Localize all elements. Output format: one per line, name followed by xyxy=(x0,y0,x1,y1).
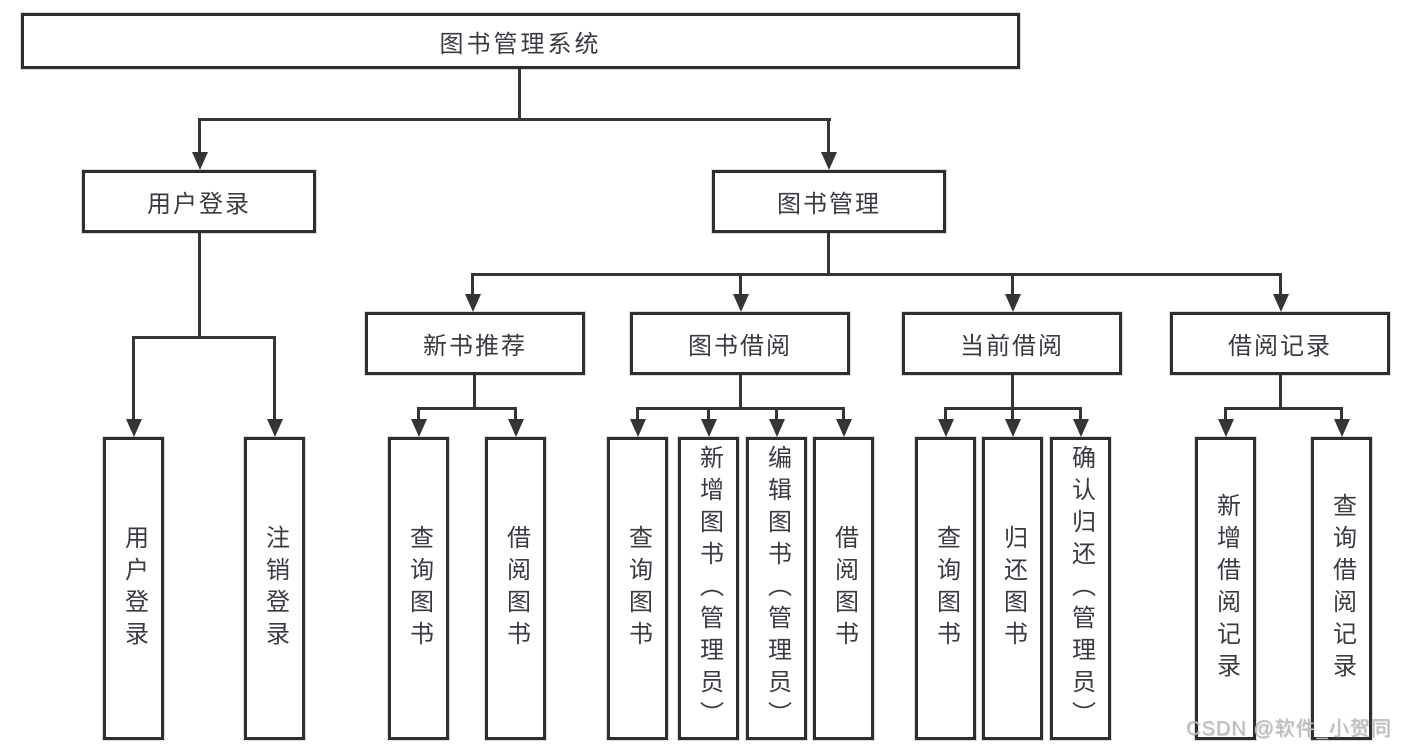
arrow-to-new-book-rec xyxy=(464,273,481,312)
arrow-to-borrow-record xyxy=(1272,273,1289,312)
arrow-to-book-mgmt xyxy=(820,118,837,170)
connector-book-borrow-stem xyxy=(739,375,742,407)
leaf-return-book-label: 归还图书 xyxy=(999,524,1027,653)
node-current-borrow: 当前借阅 xyxy=(902,312,1122,375)
leaf-query-book-c-label: 查询图书 xyxy=(932,524,960,653)
connector-current-borrow-stem xyxy=(1011,375,1014,407)
leaf-query-book-a: 查询图书 xyxy=(388,437,449,740)
node-borrow-record: 借阅记录 xyxy=(1170,312,1390,375)
leaf-confirm-return-admin: 确认归还（管理员） xyxy=(1050,437,1111,740)
arrow-to-book-borrow xyxy=(732,273,749,312)
arrow-to-borrow-book-a xyxy=(507,407,524,437)
connector-user-login-rail xyxy=(132,336,276,339)
leaf-query-borrow-record-label: 查询借阅记录 xyxy=(1328,492,1356,685)
connector-root-stem xyxy=(518,69,521,118)
connector-borrow-record-stem xyxy=(1279,375,1282,407)
connector-root-rail xyxy=(198,118,831,121)
leaf-logout-label: 注销登录 xyxy=(261,524,289,653)
leaf-borrow-book-b-label: 借阅图书 xyxy=(830,524,858,653)
node-book-mgmt: 图书管理 xyxy=(712,170,946,233)
arrow-to-confirm-return-admin xyxy=(1072,407,1089,437)
arrow-to-add-book-admin xyxy=(700,407,717,437)
arrow-to-query-borrow-record xyxy=(1333,407,1350,437)
arrow-to-query-book-a xyxy=(410,407,427,437)
connector-book-mgmt-rail xyxy=(471,273,1282,276)
node-book-mgmt-label: 图书管理 xyxy=(777,191,881,218)
node-root: 图书管理系统 xyxy=(21,13,1020,69)
arrow-to-user-login-leaf xyxy=(125,336,142,437)
connector-user-login-stem xyxy=(198,233,201,336)
leaf-query-book-b: 查询图书 xyxy=(607,437,668,740)
node-new-book-rec: 新书推荐 xyxy=(365,312,585,375)
leaf-query-borrow-record: 查询借阅记录 xyxy=(1311,437,1372,740)
leaf-add-borrow-record: 新增借阅记录 xyxy=(1195,437,1256,740)
leaf-return-book: 归还图书 xyxy=(982,437,1043,740)
node-user-login: 用户登录 xyxy=(82,170,316,233)
arrow-to-edit-book-admin xyxy=(768,407,785,437)
arrow-to-return-book xyxy=(1004,407,1021,437)
leaf-add-book-admin: 新增图书（管理员） xyxy=(678,437,739,740)
leaf-user-login: 用户登录 xyxy=(103,437,164,740)
leaf-confirm-return-admin-label: 确认归还（管理员） xyxy=(1067,444,1095,733)
node-current-borrow-label: 当前借阅 xyxy=(960,333,1064,360)
node-user-login-label: 用户登录 xyxy=(147,191,251,218)
arrow-to-user-login xyxy=(191,118,208,170)
leaf-user-login-label: 用户登录 xyxy=(120,524,148,653)
leaf-query-book-b-label: 查询图书 xyxy=(624,524,652,653)
node-book-borrow-label: 图书借阅 xyxy=(688,333,792,360)
arrow-to-logout xyxy=(266,336,283,437)
leaf-borrow-book-a: 借阅图书 xyxy=(485,437,546,740)
connector-book-mgmt-stem xyxy=(827,233,830,273)
arrow-to-current-borrow xyxy=(1004,273,1021,312)
leaf-add-borrow-record-label: 新增借阅记录 xyxy=(1212,492,1240,685)
node-root-label: 图书管理系统 xyxy=(439,30,602,58)
arrow-to-borrow-book-b xyxy=(835,407,852,437)
csdn-watermark: CSDN @软件_小贺同学 xyxy=(1186,718,1392,740)
leaf-edit-book-admin-label: 编辑图书（管理员） xyxy=(763,444,791,733)
leaf-query-book-c: 查询图书 xyxy=(915,437,976,740)
arrow-to-query-book-b xyxy=(629,407,646,437)
connector-book-borrow-rail xyxy=(636,407,845,410)
node-new-book-rec-label: 新书推荐 xyxy=(423,333,527,360)
connector-borrow-record-rail xyxy=(1224,407,1343,410)
node-book-borrow: 图书借阅 xyxy=(630,312,850,375)
leaf-logout: 注销登录 xyxy=(244,437,305,740)
node-borrow-record-label: 借阅记录 xyxy=(1228,333,1332,360)
arrow-to-query-book-c xyxy=(937,407,954,437)
connector-new-book-rec-rail xyxy=(417,407,517,410)
leaf-edit-book-admin: 编辑图书（管理员） xyxy=(746,437,807,740)
arrow-to-add-borrow-record xyxy=(1217,407,1234,437)
leaf-borrow-book-a-label: 借阅图书 xyxy=(502,524,530,653)
leaf-query-book-a-label: 查询图书 xyxy=(405,524,433,653)
leaf-borrow-book-b: 借阅图书 xyxy=(813,437,874,740)
connector-new-book-rec-stem xyxy=(473,375,476,407)
leaf-add-book-admin-label: 新增图书（管理员） xyxy=(695,444,723,733)
